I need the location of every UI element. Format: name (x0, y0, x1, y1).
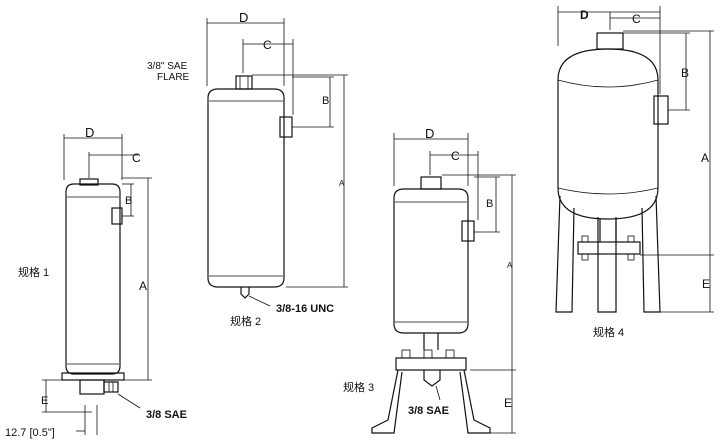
spec4-dim-d: D (580, 8, 589, 22)
spec1-dim-c: C (132, 151, 141, 165)
spec4-side-port (653, 95, 669, 125)
spec1-bottom-block (79, 379, 105, 395)
spec1-port-label: 3/8 SAE (146, 409, 187, 421)
spec4-vessel-body (557, 48, 659, 220)
spec3-title: 规格 3 (343, 380, 374, 394)
spec4-dim-b: B (681, 66, 689, 80)
spec2-dim-c: C (263, 38, 272, 52)
spec2-bottom-label: 3/8-16 UNC (276, 303, 334, 315)
spec2-title: 规格 2 (230, 314, 261, 328)
spec2-vessel-body (207, 88, 285, 288)
spec4-drawing: D C B A E 规格 4 (555, 6, 714, 339)
spec1-dim-a: A (139, 279, 147, 293)
spec4-dim-c: C (632, 12, 641, 26)
spec1-dim-e: E (41, 395, 48, 407)
spec1-dim-b: B (125, 195, 132, 207)
spec3-port-label: 3/8 SAE (408, 405, 449, 417)
spec2-dim-b: B (322, 95, 329, 107)
spec3-vessel-body (393, 188, 469, 334)
spec3-mount-plate (395, 357, 467, 371)
spec2-drawing: D C B A 3/8" SAE FLARE 3/8-16 UNC 规格 2 (147, 10, 348, 328)
spec1-top-fitting (79, 178, 99, 186)
spec4-bottom-flange (577, 241, 641, 255)
spec3-dim-e: E (504, 396, 512, 410)
spec1-title: 规格 1 (18, 265, 49, 279)
spec3-leg-left (371, 369, 403, 434)
spec3-dim-b: B (486, 198, 493, 210)
spec2-dim-a: A (339, 179, 345, 188)
spec3-dim-d: D (425, 126, 434, 141)
spec4-leg-right (641, 195, 661, 313)
spec4-top-fitting (596, 32, 624, 50)
spec4-leg-center (597, 217, 617, 313)
spec1-bottom-fitting (103, 381, 119, 393)
spec2-top-label-line2: FLARE (157, 72, 190, 83)
spec2-top-label-line1: 3/8" SAE (147, 61, 188, 72)
spec2-dim-d: D (239, 10, 248, 25)
spec1-dim-d: D (85, 125, 94, 140)
spec2-top-flare (235, 75, 253, 90)
spec2-bottom-stud (240, 287, 250, 299)
spec4-leg-left (555, 195, 575, 313)
spec3-drawing: D C B A E 规格 3 3/8 SAE (343, 126, 516, 434)
spec4-dim-a: A (701, 151, 709, 165)
spec3-bottom-fitting (423, 370, 441, 387)
spec3-dim-a: A (507, 261, 513, 270)
spec3-side-port (461, 220, 475, 242)
spec3-dim-c: C (451, 149, 460, 163)
spec3-top-fitting (420, 176, 442, 190)
spec1-bottom-dim: 12.7 [0.5"] (5, 427, 55, 439)
spec3-leg-right (459, 369, 491, 434)
spec2-side-port (279, 116, 293, 138)
spec4-title: 规格 4 (593, 325, 624, 339)
spec4-dim-e: E (702, 277, 710, 291)
spec1-drawing: D C B A E 规格 1 12.7 [0.5"] 3/8 SAE (5, 125, 187, 439)
